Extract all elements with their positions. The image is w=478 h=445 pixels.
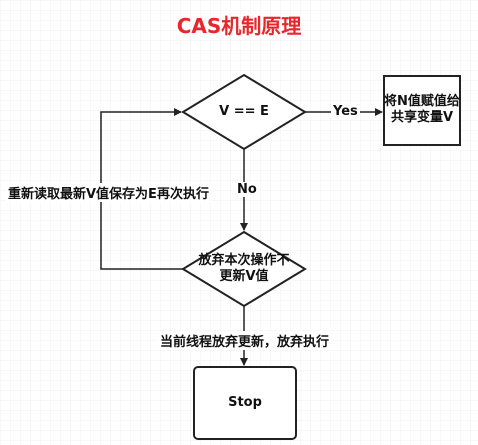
yes-label: Yes [331, 104, 360, 119]
abandon-label-line2: 更新V值 [219, 269, 269, 284]
no-label: No [235, 182, 259, 197]
retry-label: 重新读取最新V值保存为E再次执行 [6, 183, 211, 202]
give-up-label: 当前线程放弃更新，放弃执行 [158, 331, 332, 350]
stop-label: Stop [228, 395, 262, 410]
stop-box [193, 366, 297, 440]
diagram-title: CAS机制原理 [176, 14, 302, 38]
abandon-label-line1: 放弃本次操作不 [198, 253, 290, 268]
assign-label: 将N值赋值给 共享变量V [384, 94, 460, 126]
assign-label-line1: 将N值赋值给 [384, 94, 460, 109]
compare-label: V == E [219, 104, 269, 119]
abandon-label: 放弃本次操作不 更新V值 [184, 253, 304, 285]
assign-label-line2: 共享变量V [390, 110, 454, 125]
assign-process-box [383, 75, 461, 146]
